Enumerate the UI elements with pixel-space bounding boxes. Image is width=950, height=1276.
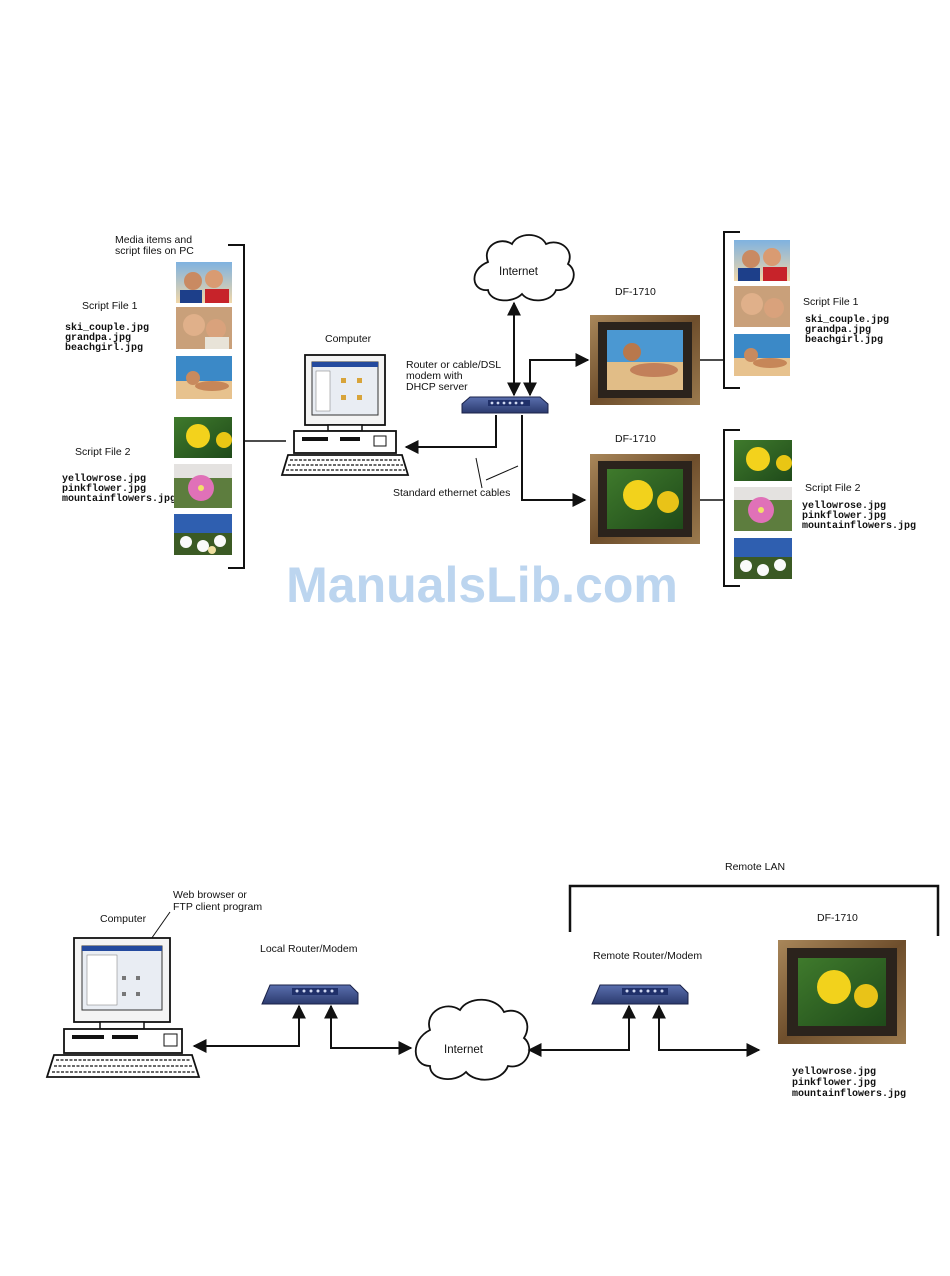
right-script-file-1-label: Script File 1 [803, 296, 859, 308]
svg-text:Internet: Internet [444, 1044, 484, 1056]
svg-text:Web browser or: Web browser or [173, 889, 247, 901]
right-thumbnails-2 [734, 440, 792, 579]
svg-text:Media items and: Media items and [115, 234, 192, 246]
thumb-yellowrose [734, 440, 792, 481]
local-router-icon [261, 984, 359, 1005]
svg-text:ski_couple.jpg: ski_couple.jpg [65, 322, 149, 334]
thumb-pinkflower [174, 464, 232, 508]
thumb-yellowrose [174, 417, 232, 458]
pc-media-label: Media items and script files on PC [115, 234, 194, 257]
thumb-mountainflowers [174, 514, 232, 555]
script-file-2-list: yellowrose.jpg pinkflower.jpg mountainfl… [62, 473, 176, 505]
remote-router-label: Remote Router/Modem [593, 950, 702, 962]
thumb-beachgirl [734, 334, 790, 376]
bottom-frame-label: DF-1710 [817, 912, 858, 924]
bottom-frame-files: yellowrose.jpg pinkflower.jpg mountainfl… [792, 1066, 906, 1100]
remote-lan-bracket [568, 884, 940, 936]
svg-text:grandpa.jpg: grandpa.jpg [65, 332, 131, 344]
svg-text:modem with: modem with [406, 370, 463, 382]
local-router-label: Local Router/Modem [260, 943, 358, 955]
top-internet-cloud: Internet [473, 234, 575, 302]
script-file-2-label: Script File 2 [75, 446, 131, 458]
svg-text:beachgirl.jpg: beachgirl.jpg [805, 334, 883, 346]
top-connections [404, 301, 590, 507]
bottom-computer-icon [45, 937, 201, 1078]
svg-text:ski_couple.jpg: ski_couple.jpg [805, 314, 889, 326]
right-script-file-2-list: yellowrose.jpg pinkflower.jpg mountainfl… [802, 500, 916, 532]
frame-2-icon [590, 454, 700, 544]
script-file-1-list: ski_couple.jpg grandpa.jpg beachgirl.jpg [65, 322, 149, 354]
svg-text:mountainflowers.jpg: mountainflowers.jpg [62, 493, 176, 505]
thumb-ski-couple [734, 240, 790, 281]
thumb-mountainflowers [734, 538, 792, 579]
svg-text:pinkflower.jpg: pinkflower.jpg [802, 510, 886, 522]
right-script-file-1-list: ski_couple.jpg grandpa.jpg beachgirl.jpg [805, 314, 889, 346]
right-script-file-2-label: Script File 2 [805, 482, 861, 494]
svg-text:mountainflowers.jpg: mountainflowers.jpg [792, 1088, 906, 1100]
top-router-icon [461, 396, 549, 414]
bottom-computer-label: Computer [100, 913, 147, 925]
svg-text:DHCP server: DHCP server [406, 381, 468, 393]
thumb-beachgirl [176, 356, 232, 399]
svg-text:Internet: Internet [499, 266, 539, 278]
svg-text:yellowrose.jpg: yellowrose.jpg [802, 500, 886, 512]
svg-text:pinkflower.jpg: pinkflower.jpg [62, 483, 146, 495]
left-bracket [228, 244, 245, 569]
thumb-grandpa [734, 286, 790, 327]
thumb-pinkflower [734, 487, 792, 531]
frame-2-bracket [723, 429, 740, 587]
frame-2-label: DF-1710 [615, 433, 656, 445]
thumb-grandpa [176, 307, 232, 349]
browser-label: Web browser or FTP client program [173, 889, 262, 913]
router-label: Router or cable/DSL modem with DHCP serv… [406, 359, 501, 393]
script-file-1-label: Script File 1 [82, 300, 138, 312]
svg-text:yellowrose.jpg: yellowrose.jpg [62, 473, 146, 485]
svg-text:Router or cable/DSL: Router or cable/DSL [406, 359, 501, 371]
right-thumbnails-1 [734, 240, 790, 376]
svg-text:grandpa.jpg: grandpa.jpg [805, 324, 871, 336]
svg-text:yellowrose.jpg: yellowrose.jpg [792, 1066, 876, 1078]
top-computer-label: Computer [325, 333, 372, 345]
svg-text:FTP client program: FTP client program [173, 901, 262, 913]
svg-text:beachgirl.jpg: beachgirl.jpg [65, 342, 143, 354]
bottom-frame-icon [778, 940, 906, 1044]
frame-1-bracket [723, 231, 740, 389]
thumb-ski-couple [176, 262, 232, 303]
frame-1-label: DF-1710 [615, 286, 656, 298]
bottom-connections [192, 1004, 761, 1057]
svg-text:pinkflower.jpg: pinkflower.jpg [792, 1077, 876, 1089]
bottom-internet-cloud: Internet [414, 998, 530, 1081]
remote-lan-label: Remote LAN [725, 861, 785, 873]
top-computer-icon [280, 354, 410, 476]
frame-1-icon [590, 315, 700, 405]
svg-text:mountainflowers.jpg: mountainflowers.jpg [802, 520, 916, 532]
remote-router-icon [591, 984, 689, 1005]
watermark: ManualsLib.com [286, 557, 678, 613]
left-thumbnails [174, 262, 232, 555]
svg-text:script files on PC: script files on PC [115, 245, 194, 257]
cables-label: Standard ethernet cables [393, 487, 510, 499]
